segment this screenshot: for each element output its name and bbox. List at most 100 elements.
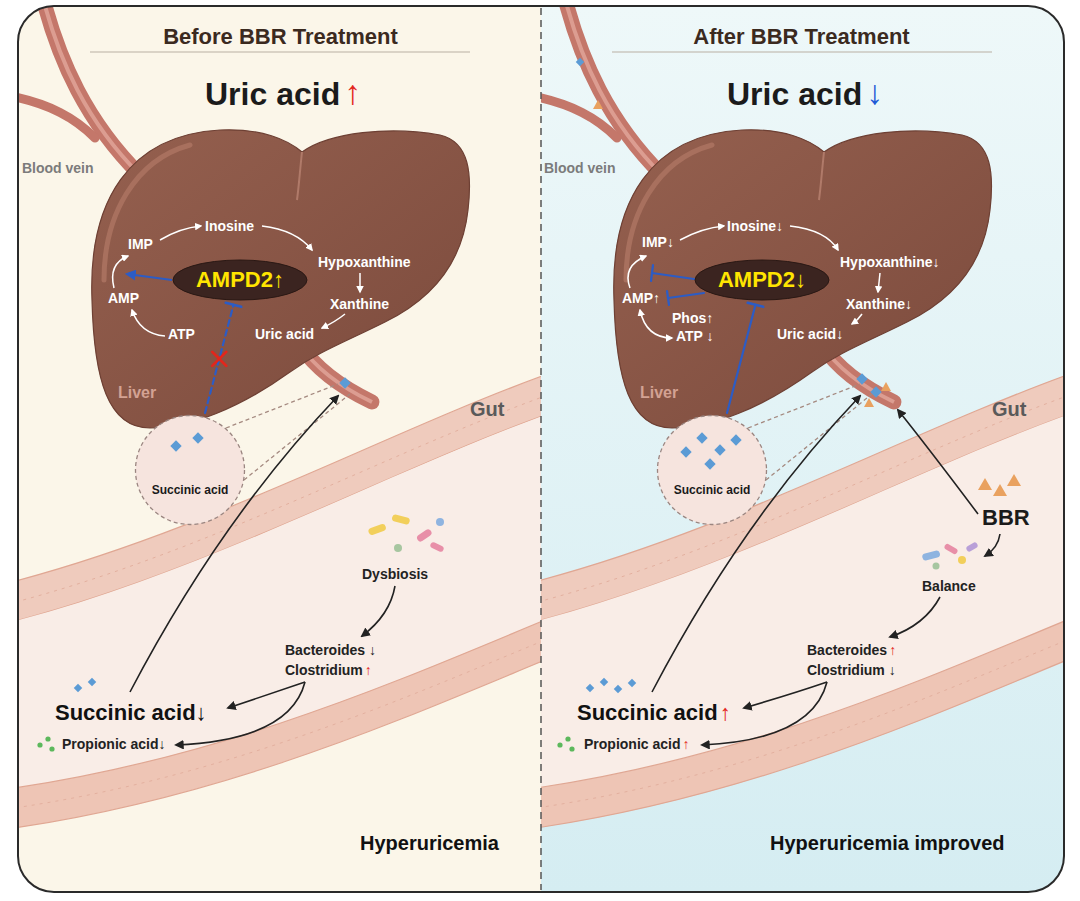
label-holder: ↑ [365,662,372,678]
flow-arrows-part [744,682,827,708]
frame-ground-part [541,6,1064,830]
enzyme-ellipse [695,260,829,300]
propionate-particles [37,736,574,751]
berberine-particles [593,100,1021,496]
metabolite-label: Hypoxanthine↓ [840,254,940,270]
label-holder: Clostridium ↓ [807,662,896,678]
label-holder: ATP ↓ [676,328,714,344]
label-holder: AMP [108,290,139,306]
label-holder: ATP [168,326,195,342]
outer-frame [18,6,1064,892]
berberine-particles-part [993,484,1007,496]
organ-label: Gut [470,398,504,421]
metabolite-label: IMP [128,236,153,252]
purine-cycle-left-part [262,226,312,250]
headline-metabolite: Uric acid [205,76,340,113]
purine-cycle-right [628,226,880,338]
circle-outline [134,414,246,526]
metabolite-headline: Succinic acid↓ [55,700,207,725]
metabolite-circle: Succinic acid [656,414,768,526]
metabolite-label: Hypoxanthine [318,254,411,270]
connector-line [727,305,755,413]
flow-arrows-part [985,534,1000,556]
label-holder: Bacteroides [807,642,887,658]
label-holder: Gut [992,398,1026,421]
label-holder: Liver [640,384,678,402]
inhibition-connector [205,303,241,413]
label-holder: Inosine [205,218,254,234]
metabolite-label: Propionic acid [584,736,680,752]
bacteria-dysbiosis-part [391,514,410,525]
trend-arrow: ↑ [344,73,361,112]
label-holder: Uric acid↓ [777,326,843,342]
succinate-particle [192,432,203,443]
purine-cycle-left [113,226,360,336]
flow-arrows-part [890,597,940,637]
succinate-particle [704,458,715,469]
metabolite-label: AMP [108,290,139,306]
enzyme-oval: AMPD2↑ [172,259,308,301]
metabolite-circle: Succinic acid [134,414,246,526]
flow-arrows-part [898,410,978,514]
succinate-particles-part [576,58,584,66]
purine-cycle-left-part [132,310,165,336]
right-scene [541,6,1064,830]
trend-arrow: ↑ [682,736,689,752]
bacteria-dysbiosis-part [368,523,387,536]
heading-rule [90,51,470,52]
purine-cycle-left-part [322,314,345,328]
bacteria-balance-part [933,563,940,570]
bacteria-dysbiosis [368,514,445,553]
succinate-particles-part [586,684,594,692]
label-holder: Blood vein [544,160,616,176]
panel-after: After BBR TreatmentAMPD2↓Succinic acid [541,8,1062,886]
label-holder: IMP↓ [642,234,674,250]
ampd2-inhibition-bars-part [651,265,653,281]
succinate-particles-part [856,373,867,384]
berberine-particles-part [881,382,891,391]
drug-label: BBR [982,505,1030,530]
panel-before: Before BBR TreatmentAMPD2↑Succinic acid [20,8,541,886]
connector-line [205,305,233,413]
label-holder: Uric acid [727,76,862,113]
label-holder: Succinic acid [577,700,718,725]
purine-cycle-right-part [640,310,672,338]
microbiota-label: Balance [922,578,976,594]
metabolite-label: IMP↓ [642,234,674,250]
succinate-particles-part [88,678,96,686]
succinate-particles-part [74,684,82,692]
enzyme-oval: AMPD2↓ [694,259,830,301]
ampd2-activation-arrow [127,274,172,280]
bacteria-dysbiosis-part [416,528,433,543]
berberine-particles-part [864,398,874,407]
metabolite-label: Inosine↓ [727,218,783,234]
purine-cycle-right-part [852,314,862,324]
metabolite-label: Uric acid↓ [777,326,843,342]
berberine-particles-part [1007,474,1021,486]
enzyme-name: AMPD2↑ [196,267,284,292]
condition-label: Hyperuricemia improved [770,832,1005,855]
metabolite-label: Inosine [205,218,254,234]
label-holder: ↑ [682,736,689,752]
propionate-particles-part [37,742,42,747]
headline-metabolite: Uric acid [727,76,862,113]
label-holder: Hyperuricemia improved [770,832,1005,855]
metabolite-label: ATP ↓ [676,328,714,344]
inhibition-connector [727,303,763,413]
organ-label: Liver [640,384,678,402]
succinate-particle [680,446,691,457]
label-holder: Propionic acid↓ [62,736,165,752]
panel-divider [540,8,542,890]
propionate-particles-part [49,746,54,751]
label-holder: Bacteroides ↓ [285,642,376,658]
bacteria-balance-part [958,556,966,564]
label-holder: Clostridium [285,662,363,678]
purine-cycle-left-part [113,256,128,288]
purine-cycle-left-part [359,273,361,292]
label-holder: Xanthine [330,296,389,312]
succinate-particles-part [339,377,350,388]
label-holder: Uric acid [255,326,314,342]
label-holder: Inosine↓ [727,218,783,234]
